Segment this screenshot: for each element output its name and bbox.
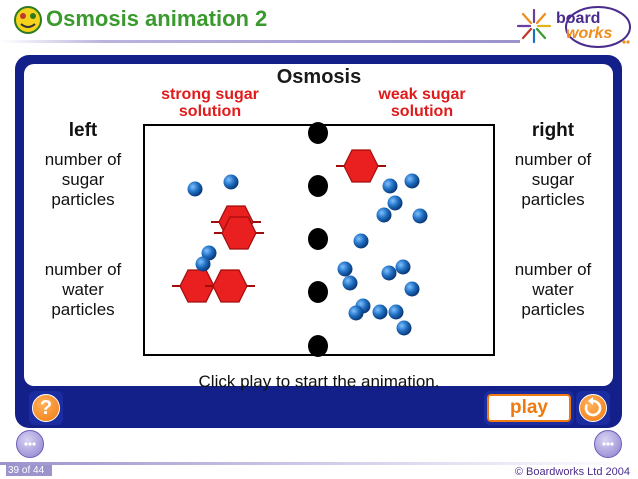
water-particle: [187, 181, 203, 197]
water-particle: [381, 265, 397, 281]
water-particle: [376, 207, 392, 223]
header: Osmosis animation 2 board works: [0, 0, 638, 48]
water-particle: [372, 304, 388, 320]
right-heading: right: [531, 120, 575, 141]
footer-divider: [0, 462, 638, 465]
water-particle: [348, 305, 364, 321]
weak-label-line2: solution: [390, 103, 454, 120]
left-water-line1: number of: [44, 260, 122, 279]
left-sugar-line2: sugar: [61, 170, 105, 189]
water-particle: [404, 281, 420, 297]
water-particle: [404, 173, 420, 189]
help-icon[interactable]: ?: [32, 394, 60, 422]
water-particle: [412, 208, 428, 224]
reset-button[interactable]: [576, 391, 610, 425]
water-particle: [382, 178, 398, 194]
sugar-molecule: [214, 216, 264, 250]
page-title: Osmosis animation 2: [46, 6, 268, 31]
copyright-text: © Boardworks Ltd 2004: [514, 466, 630, 478]
help-button[interactable]: ?: [29, 391, 63, 425]
sugar-molecule: [205, 269, 255, 303]
animation-title: Osmosis: [276, 66, 362, 88]
left-water-label: number of water particles: [24, 260, 142, 320]
membrane-segment: [308, 175, 328, 197]
animation-panel: [24, 64, 613, 386]
right-water-line1: number of: [514, 260, 592, 279]
left-sugar-line1: number of: [44, 150, 122, 169]
right-water-line3: particles: [521, 300, 585, 319]
header-divider: [0, 40, 520, 43]
right-water-line2: water: [532, 280, 574, 299]
left-sugar-line3: particles: [51, 190, 115, 209]
previous-icon: [24, 442, 36, 446]
boardworks-logo: [516, 6, 631, 48]
page-number: 39 of 44: [6, 465, 53, 476]
next-slide-button[interactable]: [594, 430, 622, 458]
instruction-text: Click play to start the animation.: [198, 372, 440, 391]
logo-text-board: board: [556, 10, 601, 27]
membrane-segment: [308, 228, 328, 250]
play-button[interactable]: play: [484, 391, 574, 425]
weak-solution-label: weak sugar solution: [352, 86, 492, 120]
water-particle: [337, 261, 353, 277]
water-particle: [396, 320, 412, 336]
logo-text-works: works: [566, 25, 613, 42]
water-particle: [395, 259, 411, 275]
weak-label-line1: weak sugar: [378, 86, 466, 103]
left-water-line2: water: [62, 280, 104, 299]
water-particle: [223, 174, 239, 190]
strong-label-line2: solution: [178, 103, 242, 120]
science-lab-icon: [14, 6, 42, 34]
right-sugar-line3: particles: [521, 190, 585, 209]
membrane-segment: [308, 335, 328, 357]
previous-slide-button[interactable]: [16, 430, 44, 458]
water-particle: [387, 195, 403, 211]
left-water-line3: particles: [51, 300, 115, 319]
refresh-icon: [584, 397, 602, 417]
right-water-label: number of water particles: [494, 260, 612, 320]
water-particle: [195, 256, 211, 272]
water-particle: [342, 275, 358, 291]
next-icon: [602, 442, 614, 446]
sugar-molecule: [336, 149, 386, 183]
water-particle: [388, 304, 404, 320]
membrane-segment: [308, 122, 328, 144]
water-particle: [201, 245, 217, 261]
left-heading: left: [68, 120, 98, 141]
play-button-label[interactable]: play: [487, 394, 571, 422]
right-sugar-line1: number of: [514, 150, 592, 169]
strong-solution-label: strong sugar solution: [140, 86, 280, 120]
left-sugar-label: number of sugar particles: [28, 150, 138, 210]
right-sugar-line2: sugar: [531, 170, 575, 189]
strong-label-line1: strong sugar: [161, 86, 259, 103]
water-particle: [353, 233, 369, 249]
reset-icon[interactable]: [579, 394, 607, 422]
membrane: [308, 122, 328, 357]
membrane-segment: [308, 281, 328, 303]
right-sugar-label: number of sugar particles: [498, 150, 608, 210]
